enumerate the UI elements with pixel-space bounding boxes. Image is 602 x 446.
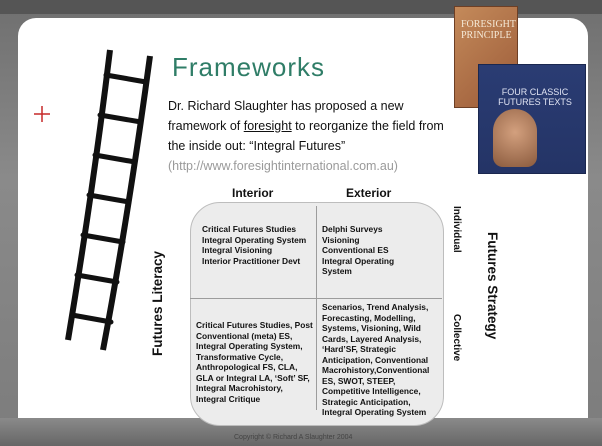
- body-prefix: Dr. Richard Slaughter has proposed a new…: [168, 99, 404, 133]
- futures-strategy-label: Futures Strategy: [485, 232, 500, 340]
- header-interior: Interior: [232, 186, 274, 200]
- book2-title: FOUR CLASSIC FUTURES TEXTS: [498, 87, 572, 107]
- vertical-divider: [316, 206, 317, 410]
- copyright-notice: Copyright © Richard A Slaughter 2004: [234, 434, 353, 441]
- collective-label: Collective: [451, 314, 462, 362]
- quadrant-upper-left: Critical Futures Studies Integral Operat…: [202, 224, 307, 266]
- quadrant-lower-right: Scenarios, Trend Analysis, Forecasting, …: [322, 302, 430, 417]
- quadrant-lower-left: Critical Futures Studies, Post Conventio…: [196, 320, 313, 404]
- header-exterior: Exterior: [346, 186, 392, 200]
- body-suffix: to reorganize the field from the inside …: [168, 119, 444, 153]
- ladder-illustration: [34, 49, 153, 351]
- slide-body: Dr. Richard Slaughter has proposed a new…: [168, 96, 450, 176]
- top-band: [0, 0, 602, 14]
- individual-label: Individual: [451, 206, 462, 253]
- quadrant-upper-right: Delphi Surveys Visioning Conventional ES…: [322, 224, 395, 276]
- foresight-link[interactable]: foresight: [243, 119, 292, 133]
- book1-title: FORESIGHT PRINCIPLE: [461, 19, 517, 41]
- source-url: (http://www.foresightinternational.com.a…: [168, 159, 398, 173]
- integral-futures-diagram: Interior Exterior Critical Futures Studi…: [150, 186, 444, 436]
- horizontal-divider: [190, 298, 442, 299]
- classic-futures-texts-book-cover: FOUR CLASSIC FUTURES TEXTS: [478, 64, 586, 174]
- author-photo: [493, 109, 537, 167]
- futures-literacy-label: Futures Literacy: [150, 250, 165, 356]
- quadrant-box: [190, 202, 444, 426]
- slide-title: Frameworks: [172, 52, 326, 82]
